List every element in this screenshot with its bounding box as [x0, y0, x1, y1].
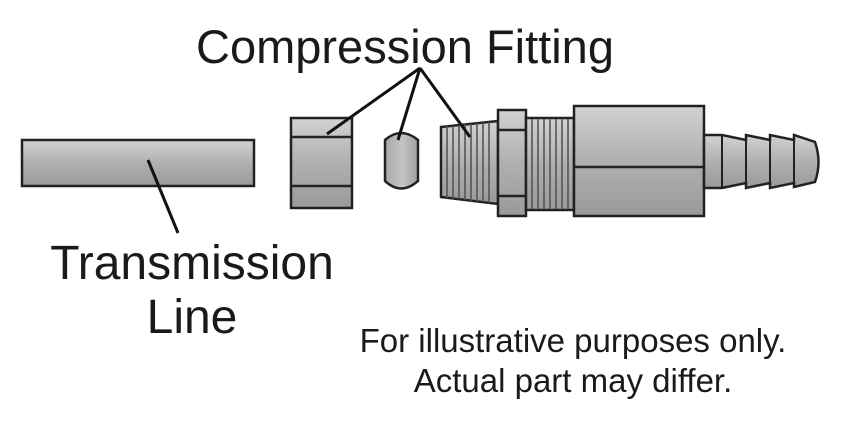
transmission-line-leader [146, 159, 180, 234]
ferrule [383, 131, 420, 190]
transmission-line-label-line1: Transmission [50, 237, 334, 290]
disclaimer-line2: Actual part may differ. [414, 362, 733, 399]
compression-fitting-leaders [326, 66, 472, 141]
threaded-fitting-body [439, 104, 820, 218]
transmission-line-label-line2: Line [147, 291, 238, 344]
compression-fitting-label: Compression Fitting [196, 20, 614, 73]
compression-nut [289, 116, 354, 210]
transmission-line-tube [20, 138, 256, 188]
disclaimer-line1: For illustrative purposes only. [360, 322, 787, 359]
